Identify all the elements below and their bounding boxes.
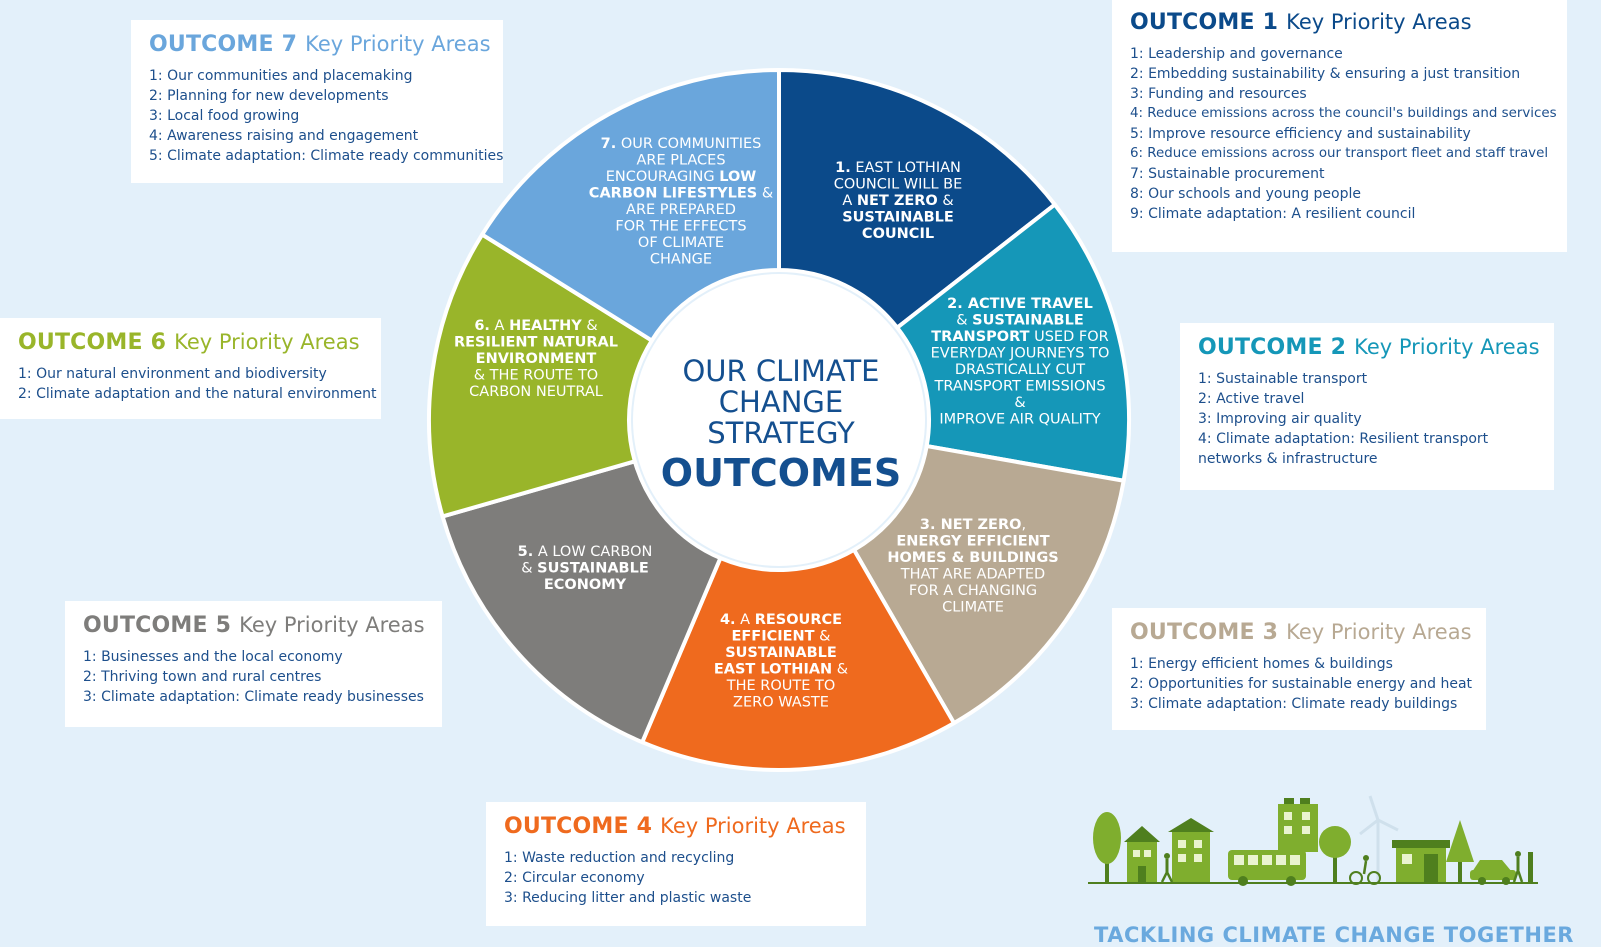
outcome-7-box: OUTCOME 7 Key Priority Areas 1: Our commu… — [131, 20, 503, 183]
outcome-7-list: 1: Our communities and placemaking 2: Pl… — [149, 66, 504, 166]
list-item: 1: Energy efficient homes & buildings — [1130, 656, 1393, 672]
outcome-6-subtitle: Key Priority Areas — [174, 330, 360, 354]
center-title-line: CHANGE — [719, 385, 843, 419]
outcome-6-list: 1: Our natural environment and biodivers… — [18, 364, 377, 404]
solar-panel-building-icon — [1278, 798, 1318, 852]
list-item: 7: Sustainable procurement — [1130, 166, 1325, 182]
outcome-5-box: OUTCOME 5 Key Priority Areas 1: Businesse… — [65, 601, 442, 727]
wind-turbine-icon — [1359, 795, 1399, 882]
tree-icon — [1093, 812, 1121, 883]
outcome-4-title: OUTCOME 4 — [504, 814, 653, 839]
outcome-1-title: OUTCOME 1 — [1130, 10, 1279, 35]
list-item: 5: Improve resource efficiency and susta… — [1130, 126, 1471, 142]
list-item: 1: Businesses and the local economy — [83, 649, 343, 665]
list-item: 1: Our communities and placemaking — [149, 68, 413, 84]
shop-icon — [1392, 840, 1450, 882]
pedestrian-icon — [1512, 851, 1533, 883]
list-item: 2: Opportunities for sustainable energy … — [1130, 676, 1473, 692]
list-item: 2: Embedding sustainability & ensuring a… — [1130, 66, 1521, 82]
outcome-5-list: 1: Businesses and the local economy 2: T… — [83, 647, 424, 707]
center-circle — [633, 274, 925, 566]
outcome-1-box: OUTCOME 1 Key Priority Areas 1: Leadershi… — [1112, 0, 1567, 252]
wheel-segment-o3 — [852, 444, 1126, 726]
wheel-segment-o4 — [640, 547, 956, 772]
outcome-2-box: OUTCOME 2 Key Priority Areas 1: Sustainab… — [1180, 323, 1554, 490]
outcome-7-subtitle: Key Priority Areas — [305, 32, 491, 56]
wheel-segment-o1 — [777, 68, 1057, 330]
outcome-2-title: OUTCOME 2 — [1198, 335, 1347, 360]
list-item: 3: Climate adaptation: Climate ready bus… — [83, 689, 424, 705]
list-item: 6: Reduce emissions across our transport… — [1130, 146, 1549, 161]
bus-icon — [1228, 850, 1306, 886]
sustainable-town-illustration — [1088, 795, 1538, 886]
building-icon — [1168, 818, 1214, 882]
list-item: 3: Improving air quality — [1198, 411, 1362, 427]
list-item: 9: Climate adaptation: A resilient counc… — [1130, 206, 1416, 222]
list-item: 4: Reduce emissions across the council's… — [1130, 106, 1557, 121]
center-title-line: OUR CLIMATE — [682, 354, 879, 388]
list-item: 2: Thriving town and rural centres — [83, 669, 322, 685]
outcome-7-title: OUTCOME 7 — [149, 32, 298, 57]
list-item: 3: Funding and resources — [1130, 86, 1307, 102]
list-item: 5: Climate adaptation: Climate ready com… — [149, 148, 504, 164]
outcome-3-title: OUTCOME 3 — [1130, 620, 1279, 645]
outcome-4-subtitle: Key Priority Areas — [660, 814, 846, 838]
outcome-3-list: 1: Energy efficient homes & buildings 2:… — [1130, 654, 1473, 714]
outcome-1-list: 1: Leadership and governance 2: Embeddin… — [1130, 44, 1557, 224]
list-item: 2: Planning for new developments — [149, 88, 389, 104]
list-item: 2: Circular economy — [504, 870, 645, 886]
outcome-6-title: OUTCOME 6 — [18, 330, 167, 355]
wheel-segment-o5 — [440, 459, 723, 745]
outcome-2-subtitle: Key Priority Areas — [1354, 335, 1540, 359]
list-item: 3: Reducing litter and plastic waste — [504, 890, 752, 906]
list-item: 2: Climate adaptation and the natural en… — [18, 386, 377, 402]
center-title-emphasis: OUTCOMES — [661, 451, 901, 495]
list-item: 8: Our schools and young people — [1130, 186, 1361, 202]
list-item: 3: Climate adaptation: Climate ready bui… — [1130, 696, 1458, 712]
tree-icon — [1446, 820, 1474, 882]
list-item: 2: Active travel — [1198, 391, 1305, 407]
list-item: 4: Awareness raising and engagement — [149, 128, 419, 144]
tree-icon — [1319, 826, 1351, 882]
list-item: 4: Climate adaptation: Resilient transpo… — [1198, 431, 1489, 467]
pedestrian-icon — [1160, 853, 1174, 883]
center-title-line: STRATEGY — [707, 416, 855, 450]
outcome-4-list: 1: Waste reduction and recycling 2: Circ… — [504, 848, 848, 908]
outcome-5-subtitle: Key Priority Areas — [239, 613, 425, 637]
list-item: 3: Local food growing — [149, 108, 300, 124]
house-icon — [1124, 826, 1160, 882]
outcome-4-box: OUTCOME 4 Key Priority Areas 1: Waste red… — [486, 802, 866, 926]
list-item: 1: Our natural environment and biodivers… — [18, 366, 327, 382]
cyclist-icon — [1349, 855, 1381, 885]
outcome-6-box: OUTCOME 6 Key Priority Areas 1: Our natur… — [0, 318, 381, 419]
car-icon — [1470, 860, 1516, 885]
outcome-1-subtitle: Key Priority Areas — [1286, 10, 1472, 34]
wheel-segment-o2 — [895, 202, 1131, 483]
wheel-segment-o6 — [427, 232, 654, 519]
list-item: 1: Waste reduction and recycling — [504, 850, 735, 866]
outcome-3-subtitle: Key Priority Areas — [1286, 620, 1472, 644]
outcome-5-title: OUTCOME 5 — [83, 613, 232, 638]
list-item: 1: Leadership and governance — [1130, 46, 1343, 62]
outcome-3-box: OUTCOME 3 Key Priority Areas 1: Energy ef… — [1112, 608, 1486, 730]
outcome-2-list: 1: Sustainable transport 2: Active trave… — [1198, 369, 1536, 469]
tagline: TACKLING CLIMATE CHANGE TOGETHER — [1094, 923, 1574, 947]
list-item: 1: Sustainable transport — [1198, 371, 1368, 387]
wheel-segment-o7 — [480, 68, 781, 343]
